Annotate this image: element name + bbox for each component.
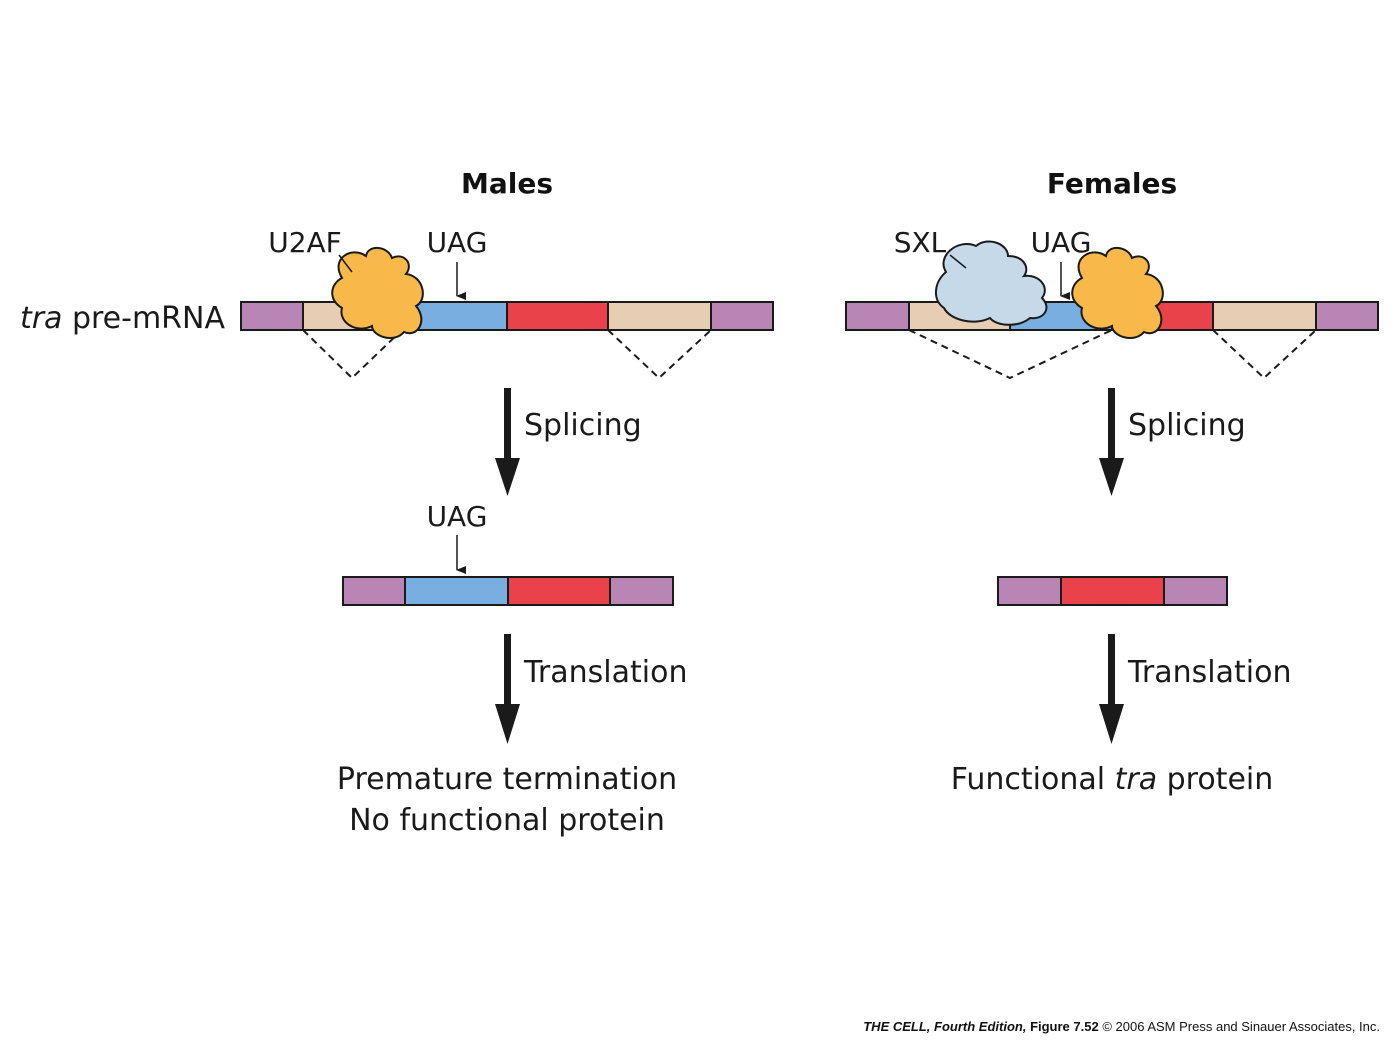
exon-flank-right — [710, 301, 774, 331]
sxl-label: SXL — [894, 226, 947, 259]
males-splice-line-2 — [607, 329, 712, 380]
credit-copyright: © 2006 ASM Press and Sinauer Associates,… — [1102, 1019, 1380, 1034]
uag-label-pre: UAG — [1031, 226, 1092, 259]
males-splice-line-1 — [302, 329, 403, 380]
mrna-exon-flank-right — [609, 576, 674, 606]
uag-label-mrna: UAG — [427, 500, 488, 533]
mrna-exon-coding — [1060, 576, 1165, 606]
mrna-exon-flank-right — [1163, 576, 1228, 606]
u2af-protein-blob-icon — [331, 247, 424, 340]
down-arrow-icon — [1099, 634, 1124, 744]
males-mature-mrna — [342, 576, 674, 606]
figure-credit: THE CELL, Fourth Edition, Figure 7.52 © … — [863, 1019, 1380, 1034]
males-panel: Males tra pre-mRNA U2AF UAG Splicing UAG — [20, 167, 774, 838]
down-arrow-icon — [1099, 388, 1124, 496]
males-outcome-line2: No functional protein — [349, 803, 665, 838]
intron-2 — [1212, 301, 1317, 331]
exon-flank-left — [240, 301, 304, 331]
females-title: Females — [1047, 167, 1177, 200]
females-translation-label: Translation — [1127, 655, 1291, 690]
males-splicing-label: Splicing — [524, 408, 642, 443]
females-panel: Females SXL UAG Splicing — [845, 167, 1379, 797]
intron-2 — [607, 301, 712, 331]
down-arrow-icon — [495, 388, 520, 496]
sxl-pointer-line — [949, 254, 967, 269]
u2af-label: U2AF — [268, 226, 342, 259]
exon-flank-right — [1315, 301, 1379, 331]
males-title: Males — [461, 167, 553, 200]
down-arrow-icon — [495, 634, 520, 744]
mrna-exon-coding — [507, 576, 611, 606]
u2af-pointer-line — [338, 254, 353, 273]
pre-mrna-label-rest: pre-mRNA — [62, 301, 225, 336]
exon-coding — [506, 301, 609, 331]
females-splicing-label: Splicing — [1128, 408, 1246, 443]
males-outcome-line1: Premature termination — [337, 762, 677, 797]
u2af-protein-blob-icon — [1071, 247, 1164, 340]
females-splice-line-1 — [908, 329, 1113, 380]
females-outcome-part2: protein — [1157, 762, 1273, 797]
males-translation-label: Translation — [523, 655, 687, 690]
pre-mrna-label: tra pre-mRNA — [20, 301, 226, 336]
exon-flank-left — [845, 301, 910, 331]
credit-book: THE CELL, Fourth Edition, — [863, 1019, 1027, 1034]
sxl-protein-blob-icon — [935, 240, 1048, 326]
females-outcome-part1: Functional — [951, 762, 1115, 797]
mrna-exon-flank-left — [342, 576, 406, 606]
credit-figure: Figure 7.52 — [1030, 1019, 1099, 1034]
females-splice-line-2 — [1212, 329, 1317, 380]
females-outcome: Functional tra protein — [951, 762, 1274, 797]
mrna-exon-uag — [404, 576, 509, 606]
males-pre-mrna — [240, 301, 774, 331]
uag-label-pre: UAG — [427, 226, 488, 259]
females-outcome-italic: tra — [1115, 762, 1157, 797]
females-mature-mrna — [997, 576, 1228, 606]
pre-mrna-label-italic: tra — [20, 301, 62, 336]
mrna-exon-flank-left — [997, 576, 1062, 606]
